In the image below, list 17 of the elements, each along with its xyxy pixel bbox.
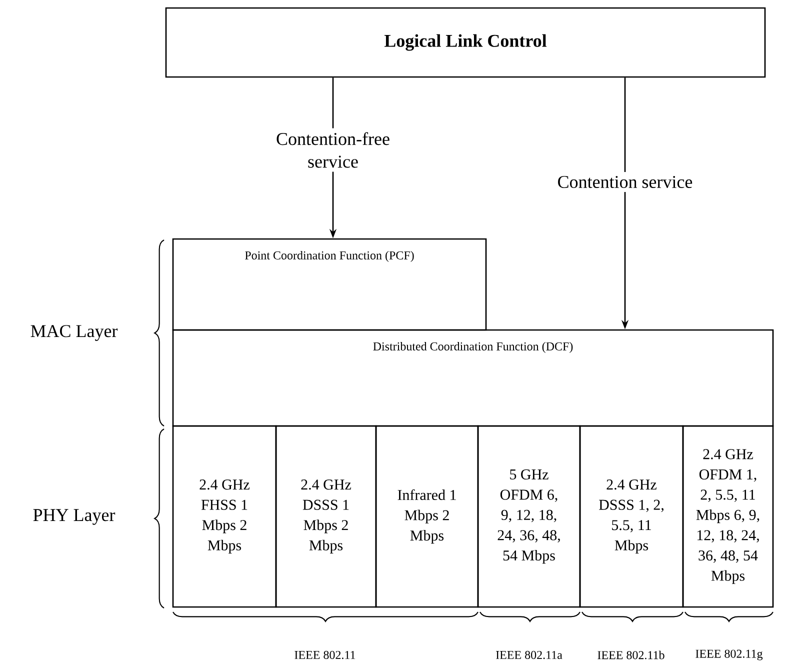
llc-box: Logical Link Control	[165, 7, 766, 78]
standard-label: IEEE 802.11	[294, 650, 356, 660]
phy-box: Infrared 1 Mbps 2 Mbps	[375, 425, 479, 608]
standard-label: IEEE 802.11b	[598, 650, 664, 660]
standard-label: IEEE 802.11g	[696, 650, 763, 660]
phy-box: 5 GHz OFDM 6, 9, 12, 18, 24, 36, 48, 54 Mbps	[477, 425, 581, 608]
edge-label: Contention-free service	[276, 132, 390, 168]
function-box: Distributed Coordination Function (DCF)	[172, 329, 774, 427]
edge-label: Contention service	[558, 176, 692, 188]
layer-label: PHY Layer	[33, 509, 116, 525]
layer-label: MAC Layer	[30, 325, 118, 341]
function-box: Point Coordination Function (PCF)	[172, 238, 487, 331]
phy-box: 2.4 GHz OFDM 1, 2, 5.5, 11 Mbps 6, 9, 12, 18, 24, 36, 48, 54 Mbps	[682, 425, 774, 608]
phy-box: 2.4 GHz FHSS 1 Mbps 2 Mbps	[172, 425, 277, 608]
standard-label: IEEE 802.11a	[496, 650, 562, 660]
phy-box: 2.4 GHz DSSS 1 Mbps 2 Mbps	[275, 425, 377, 608]
phy-box: 2.4 GHz DSSS 1, 2, 5.5, 11 Mbps	[579, 425, 684, 608]
